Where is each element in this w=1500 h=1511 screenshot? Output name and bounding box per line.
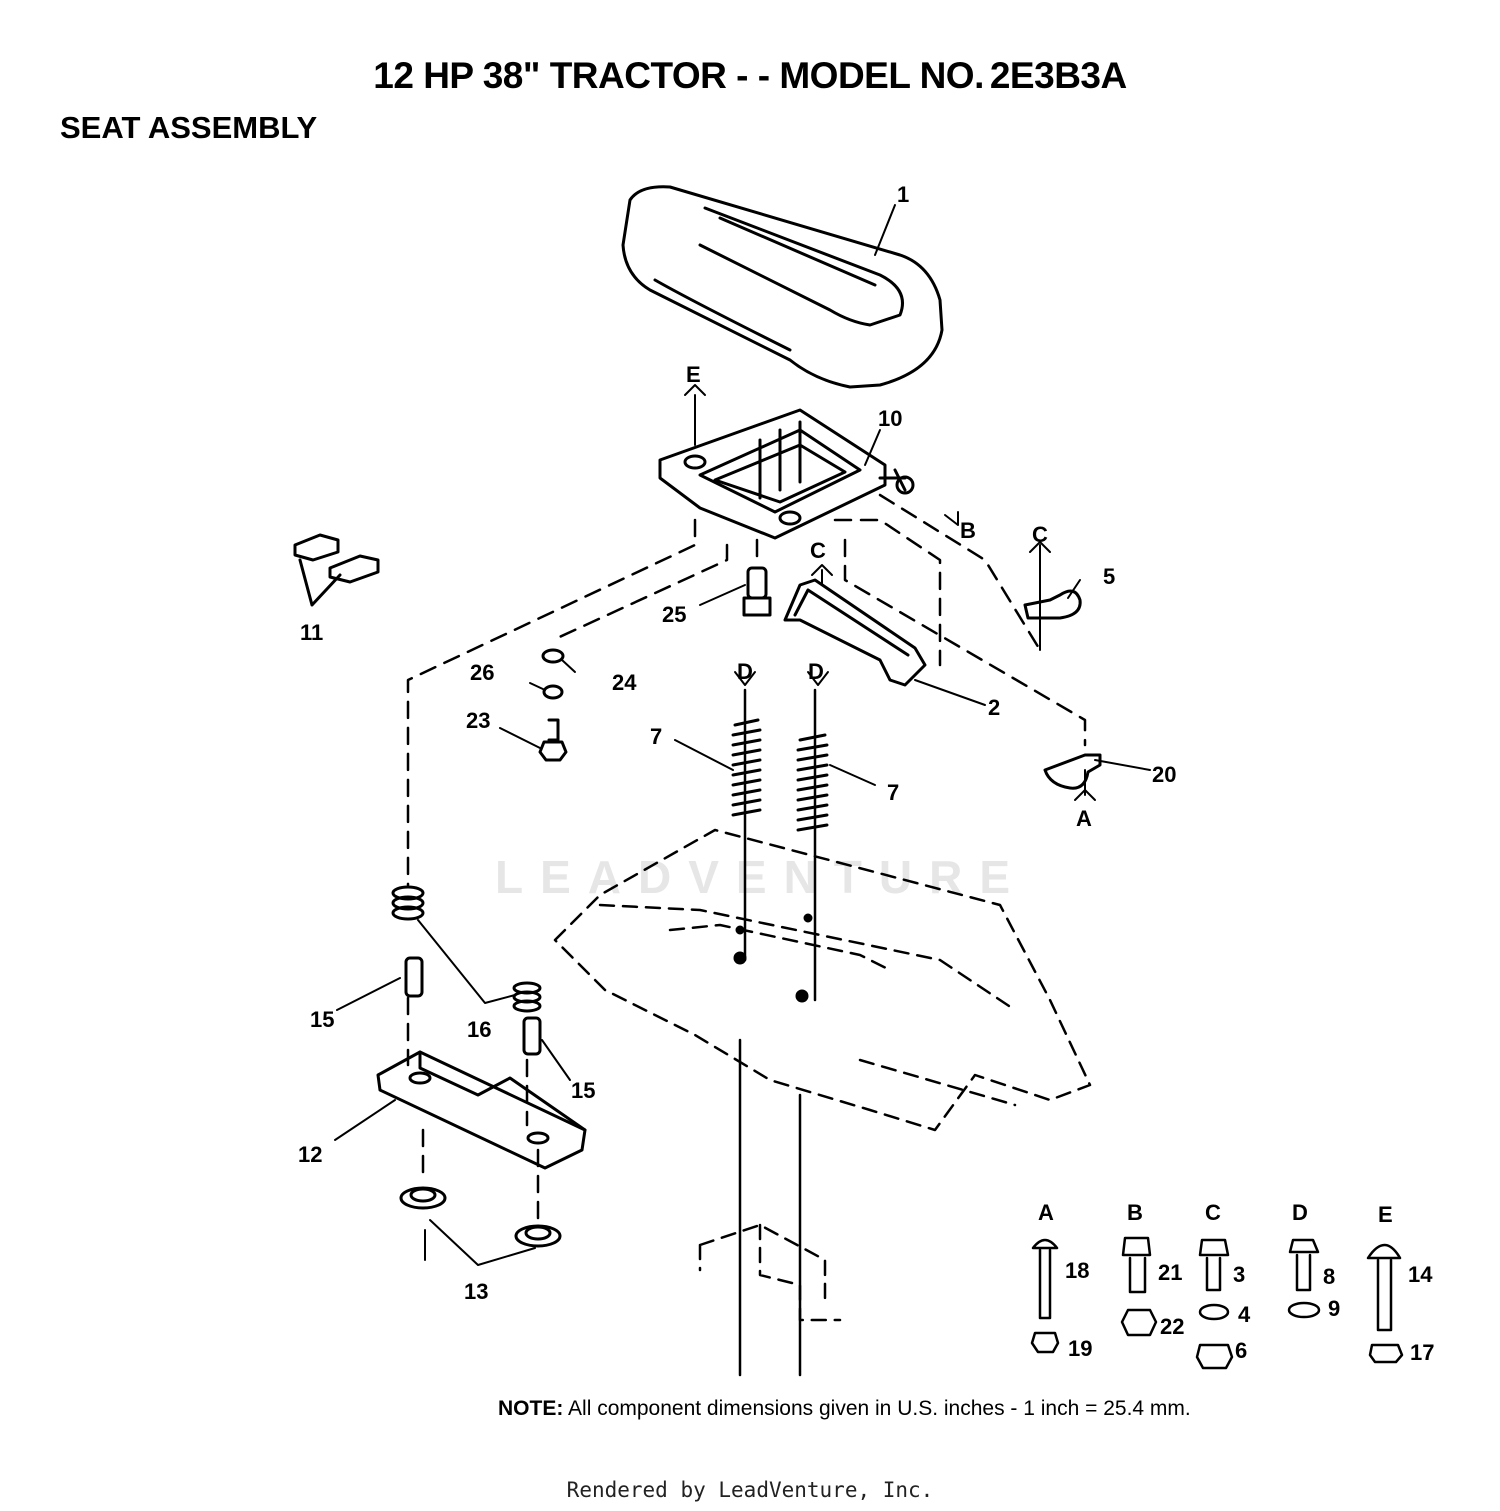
connector-e: E bbox=[686, 362, 701, 387]
callout-26: 26 bbox=[470, 660, 494, 685]
page-title: 12 HP 38" TRACTOR - - MODEL NO.2E3B3A bbox=[0, 55, 1500, 97]
callout-23: 23 bbox=[466, 708, 490, 733]
callout-7-left: 7 bbox=[650, 724, 662, 749]
callout-5: 5 bbox=[1103, 564, 1115, 589]
assembly-lines bbox=[406, 493, 1087, 1222]
hardware-part-21: 21 bbox=[1158, 1260, 1182, 1285]
callout-25: 25 bbox=[662, 602, 686, 627]
callout-7-right: 7 bbox=[887, 780, 899, 805]
title-model: 12 HP 38" TRACTOR - - MODEL NO. bbox=[373, 55, 984, 96]
seat-cushion bbox=[621, 185, 944, 389]
hardware-letter-c: C bbox=[1205, 1200, 1221, 1225]
callout-15-right: 15 bbox=[571, 1078, 595, 1103]
note-body: All component dimensions given in U.S. i… bbox=[568, 1397, 1191, 1420]
hardware-part-19: 19 bbox=[1068, 1336, 1092, 1361]
callout-13: 13 bbox=[464, 1279, 488, 1304]
callout-16: 16 bbox=[467, 1017, 491, 1042]
connector-c-top: C bbox=[1032, 522, 1048, 547]
shoulder-bolt bbox=[742, 566, 772, 617]
hardware-part-3: 3 bbox=[1233, 1262, 1245, 1287]
mount-rods bbox=[738, 1038, 802, 1377]
seat-pan-bracket bbox=[658, 408, 915, 540]
callout-11: 11 bbox=[300, 620, 323, 645]
hinge-clip bbox=[1043, 753, 1102, 790]
hardware-part-4: 4 bbox=[1238, 1302, 1251, 1327]
note-text: NOTE: All component dimensions given in … bbox=[498, 1397, 1238, 1421]
callout-12: 12 bbox=[298, 1142, 322, 1167]
hardware-part-18: 18 bbox=[1065, 1258, 1089, 1283]
seat-pads bbox=[293, 533, 380, 607]
hardware-letter-a: A bbox=[1038, 1200, 1054, 1225]
spacers bbox=[404, 956, 542, 1056]
connector-d-left: D bbox=[737, 659, 753, 684]
hardware-part-14: 14 bbox=[1408, 1262, 1433, 1287]
hardware-letter-b: B bbox=[1127, 1200, 1143, 1225]
callout-2: 2 bbox=[988, 695, 1000, 720]
section-title: SEAT ASSEMBLY bbox=[60, 110, 318, 145]
connector-d-right: D bbox=[808, 659, 824, 684]
hardware-part-6: 6 bbox=[1235, 1338, 1247, 1363]
grommets bbox=[399, 1186, 562, 1248]
hardware-icons bbox=[1030, 1236, 1404, 1370]
connector-c-mid: C bbox=[810, 538, 826, 563]
fender-outline bbox=[553, 828, 1092, 1322]
hardware-part-9: 9 bbox=[1328, 1296, 1340, 1321]
seat-base-plate bbox=[376, 1050, 587, 1170]
callout-20: 20 bbox=[1152, 762, 1176, 787]
title-model-number: 2E3B3A bbox=[989, 55, 1127, 96]
seat-springs bbox=[731, 688, 829, 1003]
connector-b: B bbox=[960, 518, 976, 543]
hardware-part-22: 22 bbox=[1160, 1314, 1184, 1339]
callout-1: 1 bbox=[897, 182, 909, 207]
clip-bracket bbox=[1023, 589, 1082, 620]
callout-24: 24 bbox=[612, 670, 637, 695]
hardware-part-8: 8 bbox=[1323, 1264, 1335, 1289]
connector-a: A bbox=[1076, 806, 1092, 831]
callout-15-left: 15 bbox=[310, 1007, 334, 1032]
leader-lines bbox=[334, 204, 1151, 1266]
hardware-letter-e: E bbox=[1378, 1202, 1393, 1227]
hardware-letter-d: D bbox=[1292, 1200, 1308, 1225]
cushion-springs bbox=[391, 885, 542, 1013]
note-label: NOTE: bbox=[498, 1397, 564, 1420]
washer-nut-stack bbox=[538, 648, 568, 762]
hardware-part-17: 17 bbox=[1410, 1340, 1434, 1365]
seat-rod-bracket bbox=[783, 578, 927, 687]
callout-10: 10 bbox=[878, 406, 902, 431]
watermark-text: LEADVENTURE bbox=[495, 851, 1028, 903]
footer-credit: Rendered by LeadVenture, Inc. bbox=[566, 1478, 934, 1502]
